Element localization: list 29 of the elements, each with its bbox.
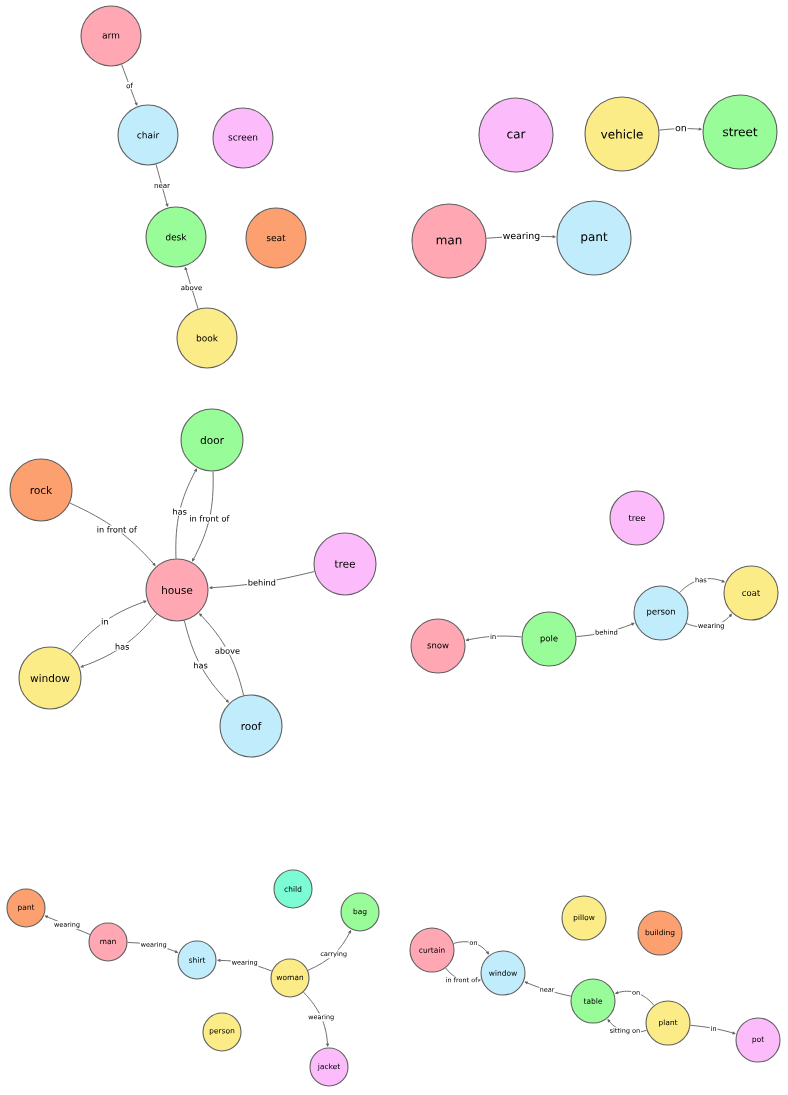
arrow — [524, 981, 572, 997]
edge-label: in front of — [95, 525, 138, 534]
edge-label: has — [114, 642, 131, 651]
arrow — [121, 64, 138, 106]
arrow — [184, 266, 199, 310]
arrow — [303, 991, 329, 1047]
arrow — [155, 164, 169, 207]
arrow — [453, 941, 490, 955]
edge-label: has — [171, 507, 188, 516]
edge-label: has — [192, 661, 209, 670]
arrow — [615, 990, 655, 1006]
arrow — [69, 600, 147, 655]
edge-label: in — [100, 617, 110, 626]
arrow — [679, 578, 725, 594]
arrow — [80, 613, 158, 668]
edge-label: behind — [247, 578, 277, 587]
edge-label: in front of — [188, 514, 231, 523]
arrow — [175, 468, 197, 559]
arrow — [690, 1024, 736, 1035]
arrow — [465, 635, 522, 642]
arrow — [192, 471, 214, 562]
arrow — [183, 620, 229, 703]
arrow — [658, 127, 702, 131]
edge-label: above — [214, 646, 241, 655]
edge-label: wearing — [501, 231, 541, 242]
arrow — [307, 930, 352, 971]
edge-label: on — [674, 125, 688, 133]
arrow — [199, 613, 245, 696]
arrow — [69, 502, 156, 566]
